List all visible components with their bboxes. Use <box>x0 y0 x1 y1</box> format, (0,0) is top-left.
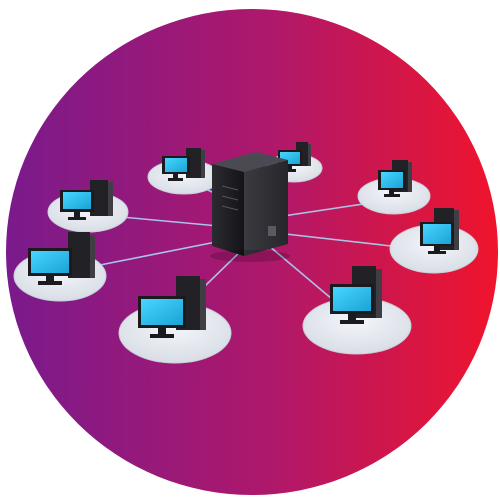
server-tower-icon <box>210 152 290 262</box>
desktop-computer-icon <box>60 180 113 220</box>
desktop-computer-icon <box>378 160 412 197</box>
desktop-computer-icon <box>420 208 459 254</box>
desktop-computer-icon <box>28 232 95 285</box>
desktop-computer-icon <box>162 148 205 181</box>
client-computers <box>28 142 459 338</box>
desktop-computer-icon <box>330 266 382 324</box>
desktop-computer-icon <box>138 276 206 338</box>
